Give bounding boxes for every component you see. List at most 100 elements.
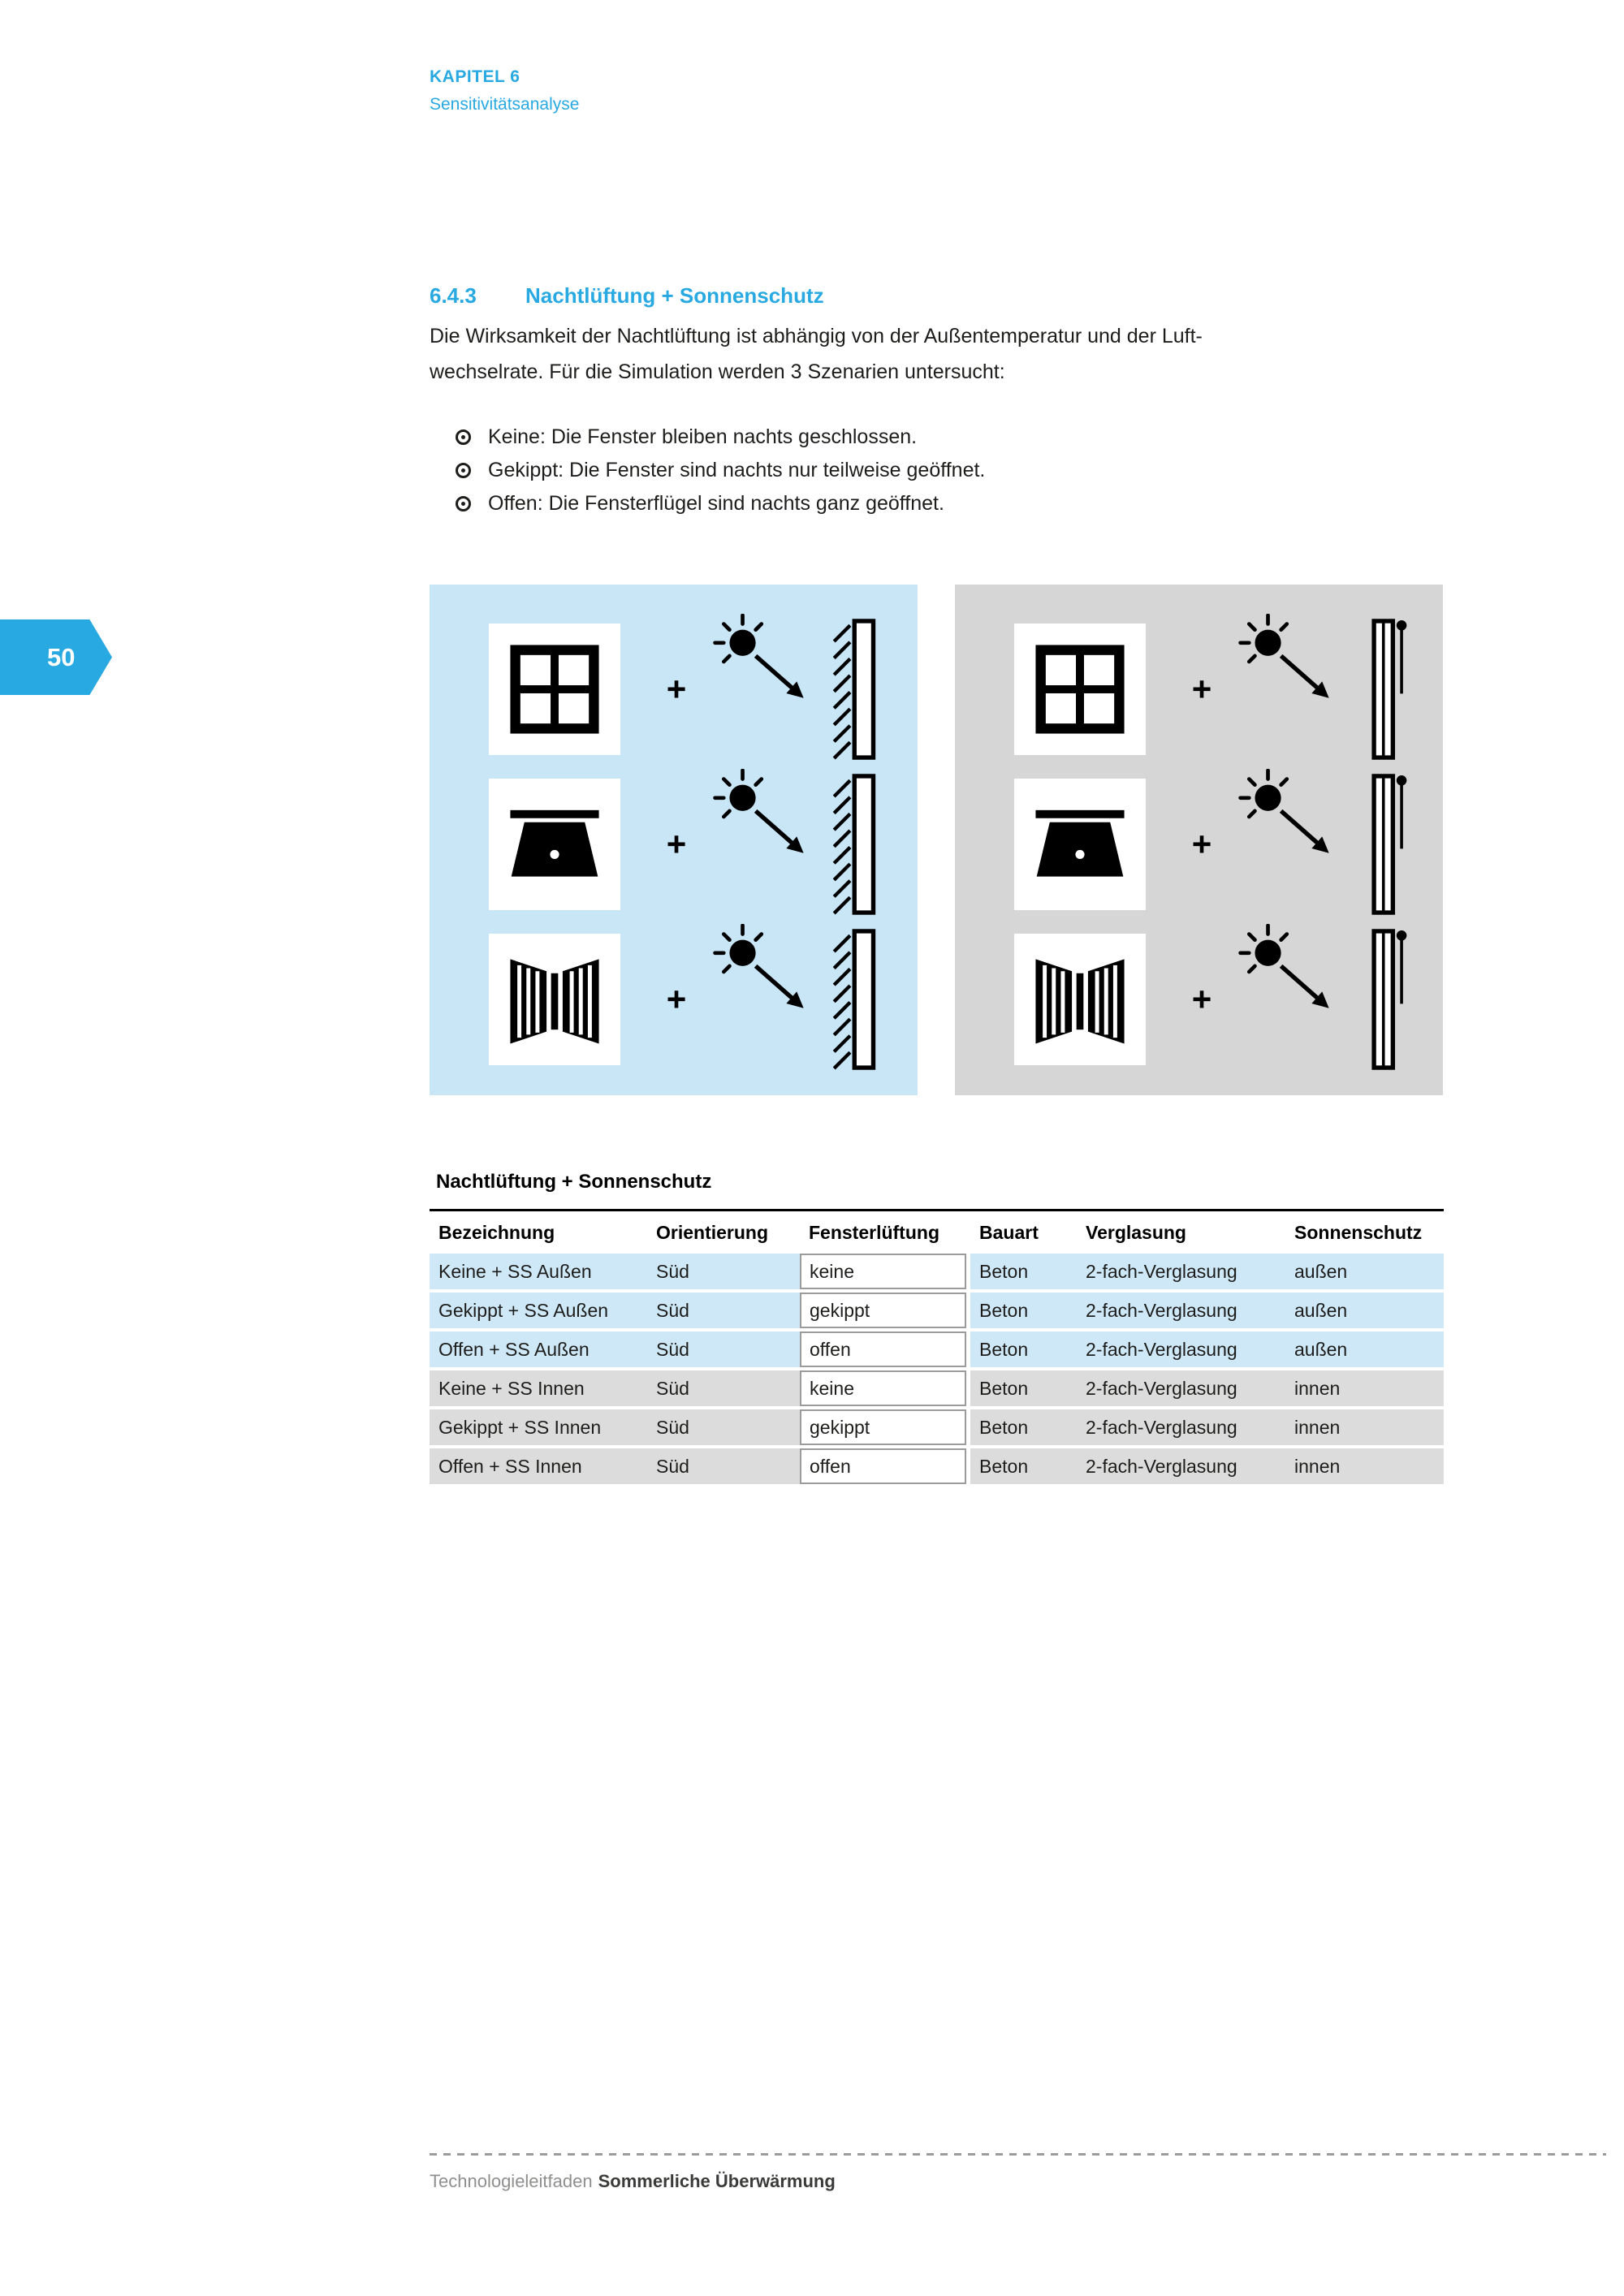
table-header-row: Bezeichnung Orientierung Fensterlüftung … [430, 1211, 1444, 1254]
table-cell: 2-fach-Verglasung [1077, 1370, 1285, 1409]
plus-sign: + [666, 824, 687, 863]
open-window-icon [1035, 958, 1125, 1044]
table-row: Keine + SS Innen Süd keine Beton 2-fach-… [430, 1370, 1444, 1409]
table-cell: Süd [647, 1331, 800, 1370]
column-header: Verglasung [1077, 1211, 1285, 1254]
intro-line: wechselrate. Für die Simulation werden 3… [430, 360, 1005, 383]
ventilation-value-field: offen [800, 1331, 966, 1367]
table-cell: offen [800, 1448, 970, 1487]
page-header: KAPITEL 6 Sensitivitätsanalyse [430, 63, 579, 119]
figure-panel-external-shading: + [430, 585, 918, 1095]
scenario-table: Bezeichnung Orientierung Fensterlüftung … [430, 1209, 1444, 1487]
table-cell: Beton [970, 1331, 1077, 1370]
table-cell: außen [1285, 1254, 1444, 1293]
closed-window-icon [510, 644, 599, 734]
table-row: Offen + SS Außen Süd offen Beton 2-fach-… [430, 1331, 1444, 1370]
sun-external-shading-icon [713, 613, 876, 760]
table-cell: 2-fach-Verglasung [1077, 1409, 1285, 1448]
table-cell: 2-fach-Verglasung [1077, 1331, 1285, 1370]
page-number-tab: 50 [0, 619, 112, 695]
table-row: Keine + SS Außen Süd keine Beton 2-fach-… [430, 1254, 1444, 1293]
window-tile [1014, 623, 1146, 755]
plus-sign: + [1191, 669, 1212, 708]
table-cell: Süd [647, 1448, 800, 1487]
column-header: Bezeichnung [430, 1211, 647, 1254]
table-cell: Keine + SS Innen [430, 1370, 647, 1409]
table-cell: Beton [970, 1254, 1077, 1293]
figure-row: + [955, 611, 1443, 766]
scenario-figure: + [430, 585, 1443, 1095]
figure-row: + [955, 766, 1443, 921]
table-row: Gekippt + SS Innen Süd gekippt Beton 2-f… [430, 1409, 1444, 1448]
window-tile [489, 778, 620, 910]
ventilation-value-field: offen [800, 1448, 966, 1484]
tilted-window-icon [510, 809, 599, 877]
table-cell: Gekippt + SS Innen [430, 1409, 647, 1448]
table-cell: gekippt [800, 1293, 970, 1331]
bullet-text: Offen: Die Fensterflügel sind nachts gan… [488, 492, 944, 515]
table-cell: offen [800, 1331, 970, 1370]
sun-external-shading-icon [713, 768, 876, 915]
column-header: Fensterlüftung [800, 1211, 970, 1254]
table-cell: Süd [647, 1409, 800, 1448]
table-cell: Beton [970, 1293, 1077, 1331]
table-cell: Süd [647, 1370, 800, 1409]
figure-row: + [430, 921, 918, 1077]
footer-divider [430, 2153, 1606, 2156]
table-cell: 2-fach-Verglasung [1077, 1254, 1285, 1293]
bullet-icon [456, 429, 471, 445]
table-cell: außen [1285, 1331, 1444, 1370]
section-number: 6.4.3 [430, 283, 477, 308]
table-cell: Beton [970, 1409, 1077, 1448]
table-cell: innen [1285, 1409, 1444, 1448]
list-item: Keine: Die Fenster bleiben nachts geschl… [456, 421, 985, 454]
bullet-text: Keine: Die Fenster bleiben nachts geschl… [488, 425, 918, 448]
closed-window-icon [1035, 644, 1125, 734]
open-window-icon [510, 958, 599, 1044]
list-item: Offen: Die Fensterflügel sind nachts gan… [456, 487, 985, 520]
footer-title: Sommerliche Überwärmung [598, 2171, 836, 2191]
table-cell: 2-fach-Verglasung [1077, 1293, 1285, 1331]
column-header: Orientierung [647, 1211, 800, 1254]
chapter-subtitle: Sensitivitätsanalyse [430, 95, 580, 114]
tilted-window-icon [1035, 809, 1125, 877]
table-cell: Beton [970, 1448, 1077, 1487]
table-cell: Gekippt + SS Außen [430, 1293, 647, 1331]
table-cell: gekippt [800, 1409, 970, 1448]
figure-row: + [430, 766, 918, 921]
table-cell: Keine + SS Außen [430, 1254, 647, 1293]
bullet-icon [456, 463, 471, 478]
ventilation-value-field: gekippt [800, 1293, 966, 1328]
footer-prefix: Technologieleitfaden [430, 2171, 593, 2191]
ventilation-value-field: keine [800, 1254, 966, 1289]
sun-internal-shading-icon [1238, 613, 1407, 760]
plus-sign: + [666, 669, 687, 708]
column-header: Sonnenschutz [1285, 1211, 1444, 1254]
table-cell: innen [1285, 1448, 1444, 1487]
list-item: Gekippt: Die Fenster sind nachts nur tei… [456, 454, 985, 487]
ventilation-value-field: gekippt [800, 1409, 966, 1445]
sun-internal-shading-icon [1238, 923, 1407, 1070]
bullet-list: Keine: Die Fenster bleiben nachts geschl… [456, 421, 985, 520]
table-title: Nachtlüftung + Sonnenschutz [436, 1171, 712, 1193]
window-tile [489, 623, 620, 755]
figure-panel-internal-shading: + [955, 585, 1443, 1095]
figure-row: + [430, 611, 918, 766]
table-cell: Süd [647, 1293, 800, 1331]
table-cell: Süd [647, 1254, 800, 1293]
plus-sign: + [666, 979, 687, 1018]
plus-sign: + [1191, 824, 1212, 863]
table-cell: keine [800, 1254, 970, 1293]
bullet-icon [456, 496, 471, 511]
ventilation-value-field: keine [800, 1370, 966, 1406]
table-row: Gekippt + SS Außen Süd gekippt Beton 2-f… [430, 1293, 1444, 1331]
sun-external-shading-icon [713, 923, 876, 1070]
table-row: Offen + SS Innen Süd offen Beton 2-fach-… [430, 1448, 1444, 1487]
column-header: Bauart [970, 1211, 1077, 1254]
plus-sign: + [1191, 979, 1212, 1018]
table-cell: innen [1285, 1370, 1444, 1409]
table-cell: 2-fach-Verglasung [1077, 1448, 1285, 1487]
